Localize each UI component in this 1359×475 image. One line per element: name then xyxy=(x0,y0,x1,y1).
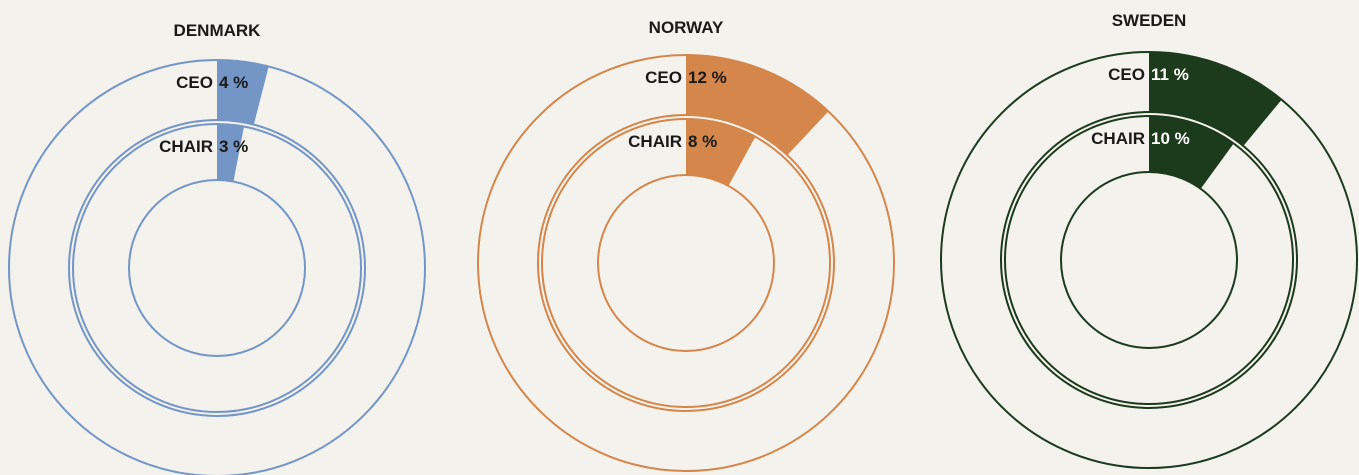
denmark-ceo-value: 4 % xyxy=(219,73,248,92)
denmark-chair-value: 3 % xyxy=(219,137,248,156)
denmark-ceo-label: CEO xyxy=(176,73,213,92)
norway-chair-segment xyxy=(686,119,756,186)
norway-ceo-value: 12 % xyxy=(688,68,727,87)
norway-ceo-label: CEO xyxy=(645,68,682,87)
sweden-chair-value: 10 % xyxy=(1151,129,1190,148)
panel-sweden: SWEDEN CEO 11 % CHAIR 10 % xyxy=(940,11,1358,469)
sweden-ceo-label: CEO xyxy=(1108,65,1145,84)
panel-denmark: DENMARK CEO 4 % CHAIR 3 % xyxy=(8,21,426,475)
norway-chair-label: CHAIR xyxy=(628,132,682,151)
norway-chair-value: 8 % xyxy=(688,132,717,151)
sweden-ring-outline-1 xyxy=(940,51,1358,469)
sweden-ring-outline-4 xyxy=(1060,171,1238,349)
denmark-ring-outline-4 xyxy=(128,179,306,357)
denmark-ceo-segment xyxy=(217,60,269,125)
sweden-title: SWEDEN xyxy=(1112,11,1187,30)
sweden-ceo-segment xyxy=(1149,52,1282,146)
sweden-ceo-value: 11 % xyxy=(1151,65,1189,84)
norway-ring-outline-1 xyxy=(477,54,895,472)
sweden-chair-label: CHAIR xyxy=(1091,129,1145,148)
sweden-chair-segment xyxy=(1149,116,1234,189)
denmark-title: DENMARK xyxy=(174,21,262,40)
denmark-chair-segment xyxy=(217,124,244,182)
norway-ceo-segment xyxy=(686,55,829,156)
norway-ring-outline-4 xyxy=(597,174,775,352)
panel-norway: NORWAY CEO 12 % CHAIR 8 % xyxy=(477,18,895,472)
denmark-chair-label: CHAIR xyxy=(159,137,213,156)
norway-title: NORWAY xyxy=(649,18,724,37)
